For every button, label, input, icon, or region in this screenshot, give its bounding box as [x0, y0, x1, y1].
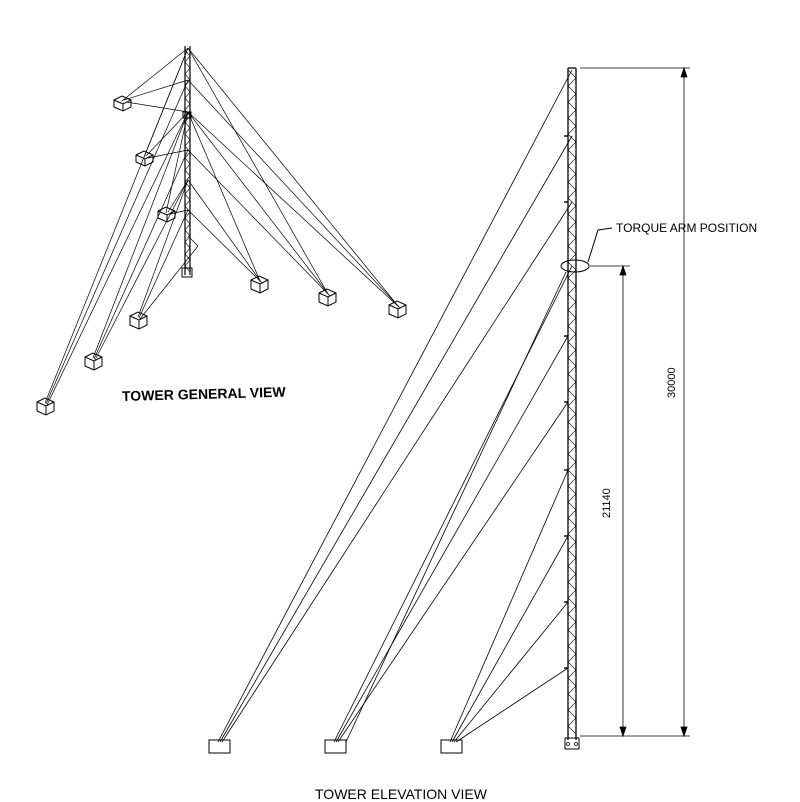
torque-arm-callout: [560, 227, 613, 273]
elevation-guy-wires: [217, 69, 573, 743]
elevation-view-title: TOWER ELEVATION VIEW: [315, 786, 487, 802]
overall-height-dimension: 30000: [666, 367, 678, 398]
torque-arm-label: TORQUE ARM POSITION: [616, 221, 758, 235]
elevation-mast: [564, 67, 580, 750]
general-guy-wires: [44, 47, 401, 406]
general-view: [36, 46, 407, 416]
dimension-lines: [580, 66, 690, 738]
general-anchor-blocks: [36, 95, 407, 416]
elevation-view: [208, 66, 690, 754]
torque-arm-height-dimension: 21140: [601, 488, 613, 518]
elevation-anchor-blocks: [208, 739, 463, 754]
